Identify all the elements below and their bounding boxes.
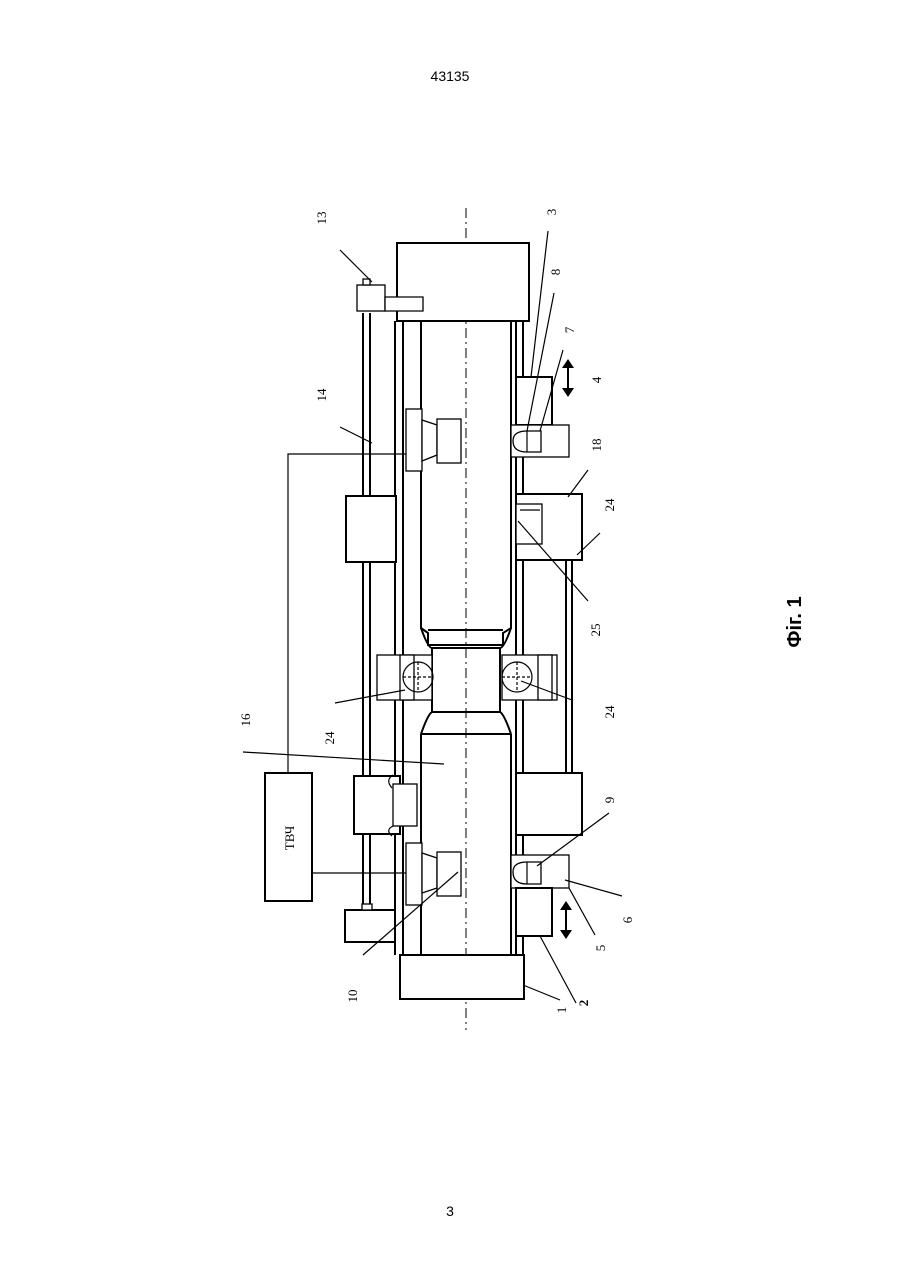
label-14: 14 bbox=[314, 388, 329, 402]
unit-5 bbox=[516, 888, 552, 936]
figure-caption: Фіг. 1 bbox=[775, 592, 815, 652]
unit-9 bbox=[516, 773, 582, 835]
inductor-lower bbox=[422, 853, 437, 893]
inductor-upper bbox=[422, 420, 437, 461]
end-block-bottom bbox=[400, 955, 524, 999]
label-13: 13 bbox=[314, 212, 329, 225]
label-8: 8 bbox=[548, 269, 563, 276]
carriage-13-arm bbox=[385, 297, 423, 311]
label-5: 5 bbox=[593, 945, 608, 952]
hf-generator-label: ТВЧ bbox=[282, 825, 297, 850]
carriage-13-cap bbox=[363, 279, 370, 285]
drive-motor bbox=[345, 910, 395, 942]
label-24c: 24 bbox=[602, 705, 617, 719]
label-1: 1 bbox=[554, 1007, 569, 1014]
pipe-lower-section bbox=[421, 734, 511, 955]
label-2: 2 bbox=[576, 1000, 591, 1007]
label-6: 6 bbox=[620, 916, 635, 923]
label-24b: 24 bbox=[602, 498, 617, 512]
carriage-13 bbox=[357, 285, 385, 311]
inductor-upper-mount bbox=[406, 409, 422, 471]
unit-3 bbox=[516, 377, 552, 425]
label-9: 9 bbox=[602, 797, 617, 804]
label-24a: 24 bbox=[322, 731, 337, 745]
inductor-upper-head bbox=[437, 419, 461, 463]
label-25: 25 bbox=[588, 624, 603, 637]
label-4: 4 bbox=[589, 376, 604, 383]
label-10: 10 bbox=[345, 990, 360, 1003]
label-18: 18 bbox=[589, 439, 604, 452]
label-16: 16 bbox=[238, 713, 253, 727]
label-7: 7 bbox=[562, 326, 577, 333]
label-3: 3 bbox=[544, 209, 559, 216]
double-arrow-top-icon bbox=[562, 359, 574, 397]
inductor-lower-head bbox=[437, 852, 461, 896]
clamp-upper-left bbox=[346, 496, 396, 562]
page-number: 3 bbox=[0, 1203, 900, 1219]
double-arrow-bottom-icon bbox=[560, 901, 572, 939]
inductor-lower-mount bbox=[406, 843, 422, 905]
